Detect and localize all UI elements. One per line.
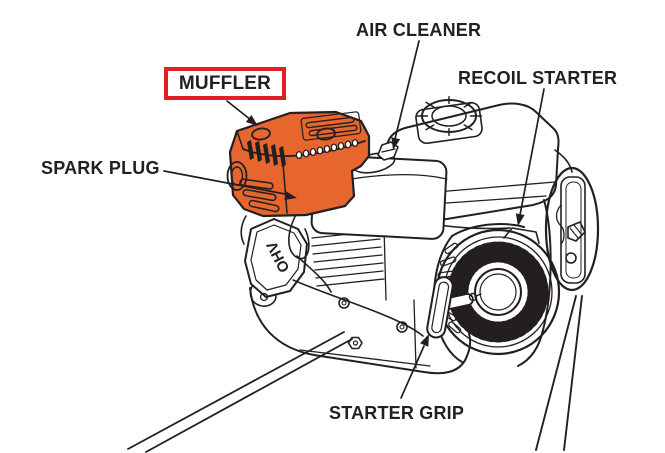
- label-spark-plug[interactable]: SPARK PLUG: [41, 158, 160, 178]
- muffler-hole-row: [295, 138, 359, 160]
- label-starter-grip[interactable]: STARTER GRIP: [329, 403, 465, 423]
- recoil-starter-callout-arrow: [515, 88, 545, 226]
- starter-grip[interactable]: [426, 276, 482, 339]
- mounting-flange: [544, 166, 600, 292]
- muffler-top-slots: [300, 111, 362, 141]
- muffler[interactable]: [226, 110, 371, 218]
- fuel-filler-cap: [415, 96, 483, 145]
- recoil-starter[interactable]: [433, 223, 561, 363]
- spark-plug-callout-arrow: [163, 170, 297, 200]
- frame-tube-left: [127, 331, 353, 453]
- label-muffler-text: MUFFLER: [178, 73, 272, 94]
- muffler-outlet: [226, 161, 248, 191]
- air-cleaner-callout-arrow: [391, 40, 420, 150]
- cylinder-fins: [311, 230, 385, 287]
- muffler-callout-arrow: [226, 100, 258, 126]
- recoil-vent-ring: [447, 241, 549, 343]
- muffler-louvers: [247, 140, 286, 167]
- label-muffler[interactable]: MUFFLER: [164, 67, 286, 100]
- frame-tube-right: [535, 295, 583, 451]
- label-recoil-starter[interactable]: RECOIL STARTER: [458, 68, 618, 88]
- starter-grip-callout-arrow: [400, 334, 429, 399]
- label-air-cleaner[interactable]: AIR CLEANER: [356, 20, 482, 40]
- muffler-lower-slots: [239, 178, 280, 213]
- engine-block: [240, 199, 552, 375]
